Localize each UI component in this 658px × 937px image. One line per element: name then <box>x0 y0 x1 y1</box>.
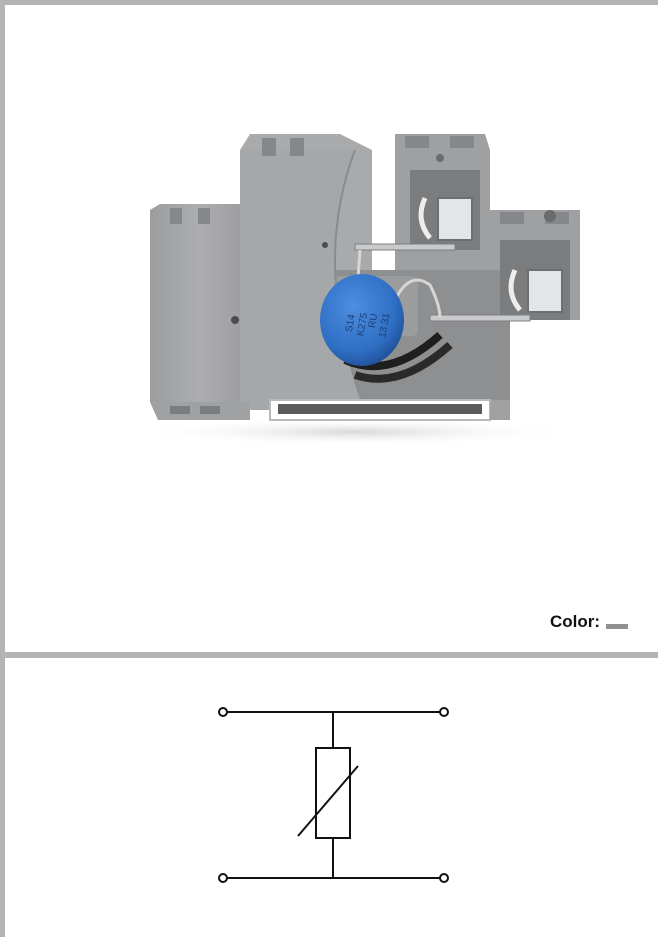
terminal-top-right-icon <box>439 707 449 717</box>
varistor-body <box>315 747 351 839</box>
color-swatch <box>606 623 628 629</box>
terminal-top-left-icon <box>218 707 228 717</box>
frame-top-border <box>0 0 658 5</box>
frame-left-border <box>0 0 5 937</box>
section-divider <box>0 652 658 658</box>
varistor-marking-line-1: S14 <box>344 313 358 333</box>
varistor-marking-line-4: 13 31 <box>377 312 392 339</box>
nonlinear-slash <box>297 765 359 837</box>
color-legend: Color: <box>550 612 628 632</box>
varistor-marking-line-3: RU <box>367 313 380 329</box>
varistor-marking-line-2: K275 <box>355 312 370 337</box>
color-label: Color: <box>549 612 600 631</box>
varistor-symbol-icon <box>218 707 449 883</box>
terminal-bottom-left-icon <box>218 873 228 883</box>
terminal-block-photo: S14 K275 RU 13 31 <box>140 134 580 446</box>
terminal-bottom-right-icon <box>439 873 449 883</box>
